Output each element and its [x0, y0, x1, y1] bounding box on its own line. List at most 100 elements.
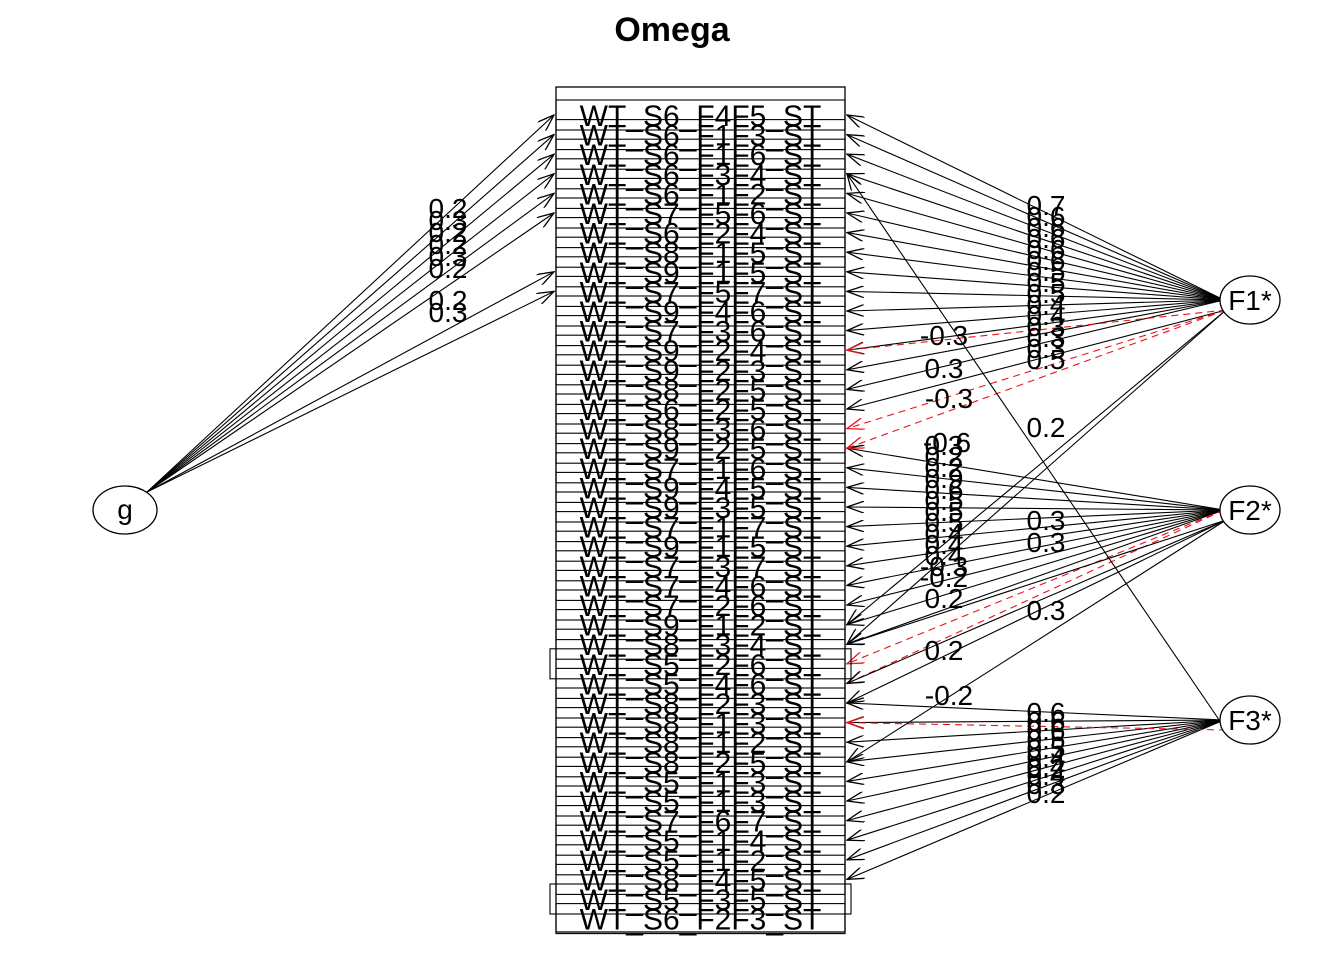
- diagram-title: Omega: [614, 11, 730, 49]
- cross-loading-edge: [847, 519, 1227, 703]
- variable-label: WT_S6_F1F6_ST: [580, 139, 822, 172]
- variable-box: [555, 99, 846, 131]
- factor-loading-label: 0.7: [1027, 190, 1066, 221]
- factor-loading-edge: [847, 719, 1225, 860]
- factor-loading-label: 0.5: [1027, 733, 1066, 764]
- factor-loading-edge: [847, 719, 1225, 821]
- factor-loading-edge: [847, 193, 1225, 301]
- factor-loading-edge: [847, 291, 1225, 301]
- variable-box: [549, 648, 852, 680]
- cross-loading-edge: [847, 309, 1227, 350]
- factor-loading-edge: [847, 272, 1225, 301]
- cross-loading-edge: [847, 309, 1227, 625]
- factor-loading-label: 0.4: [1027, 760, 1066, 791]
- factor-label: F2*: [1228, 495, 1272, 526]
- factor-loading-edge: [847, 252, 1225, 301]
- variable-box: [555, 217, 846, 249]
- factor-loading-edge: [847, 487, 1225, 511]
- variable-box: [555, 491, 846, 523]
- variable-box: [555, 334, 846, 366]
- factor-node: [1219, 485, 1281, 535]
- variable-boxes: WT_S6_F4F5_STWT_S6_F1F3_STWT_S6_F1F6_STW…: [549, 86, 852, 937]
- variable-label: WT_S8_F3F4_ST: [580, 629, 822, 662]
- variable-box: [555, 609, 846, 641]
- variable-label: WT_S5_F1F3_ST: [580, 766, 822, 799]
- cross-loading-edge: [847, 723, 1227, 731]
- cross-loading-label: 0.2: [925, 583, 964, 614]
- variable-box: [555, 687, 846, 719]
- variable-label: WT_S8_F1F5_ST: [580, 237, 822, 270]
- g-loading-label: 0.2: [429, 285, 468, 316]
- factor-loading-label: 0.6: [1027, 715, 1066, 746]
- variable-label: WT_S9_F2F3_ST: [580, 355, 822, 388]
- variable-label: WT_S5_F2F6_ST: [580, 649, 822, 682]
- g-loading-label: 0.2: [429, 217, 468, 248]
- variable-label: WT_S6_F4F5_ST: [580, 100, 822, 133]
- g-loading-edge: [146, 213, 554, 493]
- factor-loading-label: 0.4: [925, 529, 964, 560]
- factor-loading-edge: [847, 509, 1225, 644]
- variable-box: [555, 158, 846, 190]
- variable-label: WT_S8_F2F5_ST: [580, 374, 822, 407]
- variable-label: WT_S5_F1F3_ST: [580, 786, 822, 819]
- factor-nodes: gF1*F2*F3*: [92, 275, 1281, 745]
- cross-loading-label: 0.2: [1027, 753, 1066, 784]
- factor-loading-label: 0.6: [1027, 245, 1066, 276]
- cross-loading-label: -0.6: [923, 427, 971, 458]
- variable-label: WT_S9_F4F6_ST: [580, 296, 822, 329]
- factor-loading-label: 0.5: [1027, 256, 1066, 287]
- cross-loading-edge: [847, 519, 1227, 644]
- variable-label: WT_S6_F2F3_ST: [580, 904, 822, 937]
- variable-box: [555, 393, 846, 425]
- variable-box: [555, 530, 846, 562]
- factor-loading-edge: [847, 448, 1225, 511]
- factor-loading-label: 0.4: [1027, 289, 1066, 320]
- factor-loading-edge: [847, 299, 1225, 350]
- variable-box: [555, 295, 846, 327]
- factor-loading-label: 0.6: [1027, 234, 1066, 265]
- g-loading-edge: [146, 135, 554, 493]
- variable-label: WT_S7_F4F6_ST: [580, 570, 822, 603]
- factor-label: F1*: [1228, 285, 1272, 316]
- variable-box: [555, 256, 846, 288]
- factor-loading-label: 0.6: [1027, 697, 1066, 728]
- variable-label: WT_S6_F2F5_ST: [580, 394, 822, 427]
- cross-loading-edge: [847, 309, 1227, 644]
- factor-loading-edge: [847, 509, 1225, 546]
- variable-label: WT_S8_F2F3_ST: [580, 688, 822, 721]
- factor-loading-label: 0.5: [1027, 278, 1066, 309]
- variable-label: WT_S6_F3F4_ST: [580, 159, 822, 192]
- variable-box: [555, 373, 846, 405]
- variable-label: WT_S7_F1F7_ST: [580, 512, 822, 545]
- variable-box: [555, 589, 846, 621]
- variable-box: [555, 785, 846, 817]
- g-loading-edge: [146, 272, 554, 493]
- variable-label: WT_S9_F2F4_ST: [580, 335, 822, 368]
- factor-loading-label: 0.5: [1027, 724, 1066, 755]
- variable-box: [555, 824, 846, 856]
- variable-box: [555, 765, 846, 797]
- variable-label: WT_S6_F2F4_ST: [580, 218, 822, 251]
- variable-label: WT_S8_F1F3_ST: [580, 708, 822, 741]
- variable-label: WT_S7_F1F6_ST: [580, 453, 822, 486]
- factor-loading-edge: [847, 719, 1225, 840]
- variable-label: WT_S5_F4F6_ST: [580, 668, 822, 701]
- variable-label: WT_S9_F2F5_ST: [580, 433, 822, 466]
- factor-loading-label: 0.4: [925, 518, 964, 549]
- variable-box: [555, 452, 846, 484]
- factor-loading-label: 0.6: [1027, 223, 1066, 254]
- factor-loading-label: 0.4: [925, 540, 964, 571]
- g-loading-label: 0.2: [429, 193, 468, 224]
- factor-loading-label: 0.4: [1027, 751, 1066, 782]
- g-loading-edge: [146, 291, 554, 493]
- variable-box: [555, 707, 846, 739]
- variable-box: [555, 138, 846, 170]
- factor-loading-edge: [847, 299, 1225, 389]
- factor-loading-label: 0.3: [1027, 333, 1066, 364]
- factor-loading-edge: [847, 509, 1225, 566]
- factor-loading-edge: [847, 509, 1225, 683]
- g-loading-label: 0.3: [429, 297, 468, 328]
- variable-box: [555, 726, 846, 758]
- variable-box: [555, 413, 846, 445]
- factor-loading-edge: [847, 509, 1225, 664]
